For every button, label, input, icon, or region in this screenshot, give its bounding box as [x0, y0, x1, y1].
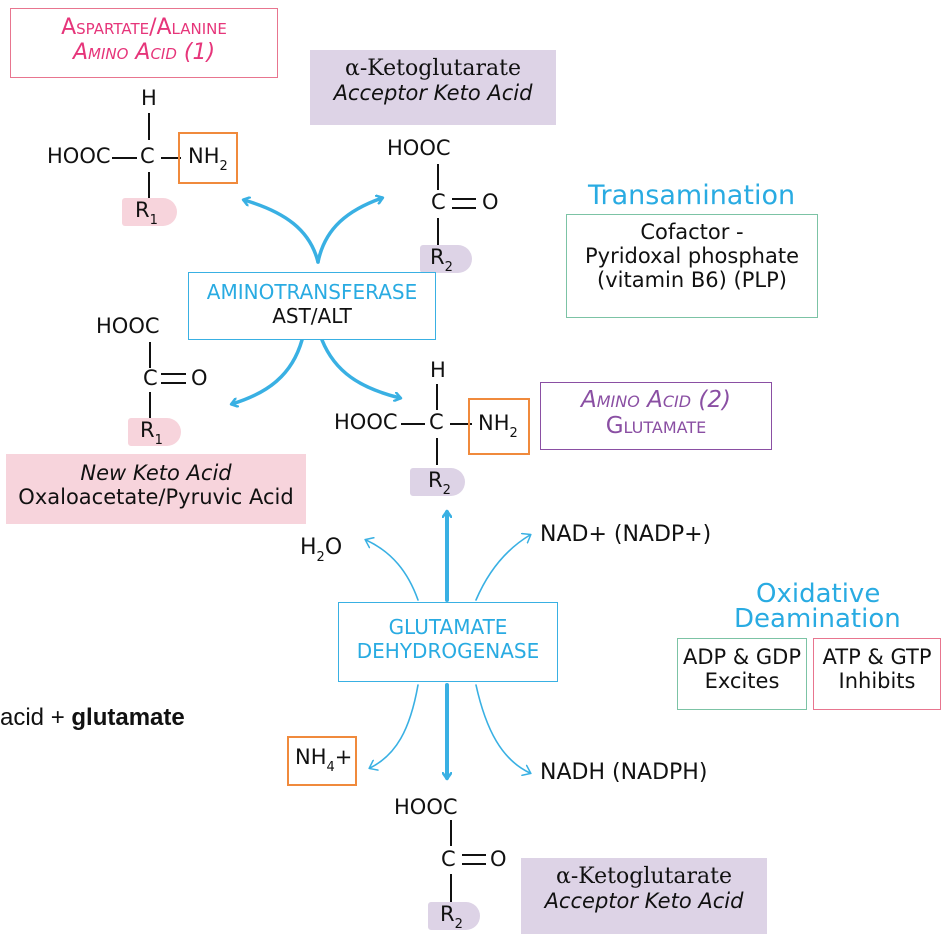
- aminotransferase-line1: AMINOTRANSFERASE: [206, 280, 418, 304]
- amino-acid-2-nh2: NH2: [478, 411, 518, 441]
- keto-top-label-box: α-Ketoglutarate Acceptor Keto Acid: [310, 50, 556, 125]
- nadh-label: NADH (NADPH): [540, 760, 708, 785]
- aminotransferase-box: AMINOTRANSFERASE AST/ALT: [188, 272, 436, 340]
- inhibits-line2: Inhibits: [838, 669, 916, 693]
- keto-bottom-line2: Acceptor Keto Acid: [544, 889, 744, 913]
- amino-acid-1-title-box: Aspartate/Alanine Amino Acid (1): [10, 8, 278, 78]
- keto-bottom-label-box: α-Ketoglutarate Acceptor Keto Acid: [521, 858, 767, 934]
- amino-acid-1-h: H: [141, 86, 157, 110]
- excites-line2: Excites: [704, 669, 780, 693]
- amino-acid-2-title-line1: Amino Acid (2): [581, 387, 731, 413]
- amino-acid-1-amine-box: [178, 132, 238, 184]
- keto-top-bonds: [437, 164, 476, 245]
- cofactor-line1: Cofactor -: [640, 220, 744, 244]
- nad-label: NAD+ (NADP+): [540, 522, 712, 547]
- amino-acid-2-c: C: [429, 410, 444, 434]
- amino-acid-2-r2: R2: [428, 468, 451, 498]
- nh4-label: NH4+: [295, 745, 353, 775]
- amino-acid-1-nh2: NH2: [188, 144, 228, 174]
- gdh-line2: DEHYDROGENASE: [356, 639, 540, 663]
- new-keto-o: O: [191, 366, 208, 390]
- keto-top-r2: R2: [430, 245, 453, 275]
- excites-line1: ADP & GDP: [682, 645, 802, 669]
- arrow-to-h2o: [366, 540, 419, 601]
- amino-acid-1-c: C: [140, 144, 155, 168]
- arrow-from-nad: [475, 535, 530, 601]
- oxidative-title-line1: Oxidative: [756, 579, 881, 609]
- amino-acid-2-hooc: HOOC: [334, 410, 398, 434]
- amino-acid-1-r1: R1: [135, 198, 158, 228]
- keto-bottom-line1: α-Ketoglutarate: [556, 864, 732, 889]
- new-keto-line2: Oxaloacetate/Pyruvic Acid: [18, 485, 294, 509]
- amino-acid-2-amine-box: [468, 398, 530, 455]
- keto-bottom-c: C: [441, 847, 456, 871]
- amino-acid-1-bonds: [112, 113, 181, 198]
- oxidative-title-line2: Deamination: [734, 604, 901, 634]
- new-keto-c: C: [143, 366, 158, 390]
- r2-tag-bottom: [428, 902, 480, 930]
- arrow-to-glutamate: [320, 338, 400, 398]
- new-keto-bonds: [149, 342, 186, 418]
- new-keto-hooc: HOOC: [96, 314, 160, 338]
- keto-bottom-r2: R2: [440, 902, 463, 932]
- amino-acid-2-h: H: [430, 358, 446, 382]
- keto-top-line1: α-Ketoglutarate: [345, 56, 521, 81]
- keto-bottom-o: O: [490, 847, 507, 871]
- keto-top-c: C: [431, 190, 446, 214]
- amino-acid-1-title-line2: Amino Acid (1): [72, 40, 216, 65]
- r2-tag-glutamate: [410, 468, 465, 496]
- amino-acid-2-title-box: Amino Acid (2) Glutamate: [540, 382, 772, 450]
- keto-top-hooc: HOOC: [387, 136, 451, 160]
- cofactor-line2: Pyridoxal phosphate: [585, 244, 799, 268]
- cropped-caption: acid + glutamate: [0, 704, 185, 731]
- keto-bottom-bonds: [450, 820, 486, 902]
- nh4-box: [287, 736, 357, 786]
- keto-top-o: O: [482, 190, 499, 214]
- cofactor-box: Cofactor - Pyridoxal phosphate (vitamin …: [566, 214, 818, 318]
- gdh-line1: GLUTAMATE: [388, 615, 508, 639]
- arrow-to-new-keto: [232, 338, 304, 404]
- r2-tag-top: [420, 245, 472, 273]
- amino-acid-1-hooc: HOOC: [47, 144, 111, 168]
- amino-acid-1-title-line1: Aspartate/Alanine: [61, 15, 227, 40]
- excites-box: ADP & GDP Excites: [677, 638, 807, 710]
- inhibits-box: ATP & GTP Inhibits: [813, 638, 941, 710]
- arrow-to-nh4: [370, 684, 419, 768]
- transamination-title: Transamination: [588, 180, 796, 211]
- amino-acid-2-title-line2: Glutamate: [605, 413, 707, 439]
- r1-tag-new-keto: [128, 418, 181, 446]
- inhibits-line1: ATP & GTP: [822, 645, 932, 669]
- r1-tag: [122, 198, 177, 226]
- arrow-to-nadh: [475, 684, 530, 773]
- arrow-to-keto-top: [316, 198, 382, 264]
- cofactor-line3: (vitamin B6) (PLP): [597, 268, 787, 292]
- aminotransferase-line2: AST/ALT: [272, 304, 352, 328]
- keto-top-line2: Acceptor Keto Acid: [333, 81, 533, 105]
- new-keto-label-box: New Keto Acid Oxaloacetate/Pyruvic Acid: [6, 454, 306, 524]
- gdh-enzyme-box: GLUTAMATE DEHYDROGENASE: [338, 602, 558, 682]
- new-keto-r1: R1: [140, 418, 163, 448]
- arrow-to-amino-acid-1: [244, 200, 320, 264]
- new-keto-line1: New Keto Acid: [80, 461, 232, 485]
- h2o-label: H2O: [300, 535, 343, 565]
- keto-bottom-hooc: HOOC: [394, 795, 458, 819]
